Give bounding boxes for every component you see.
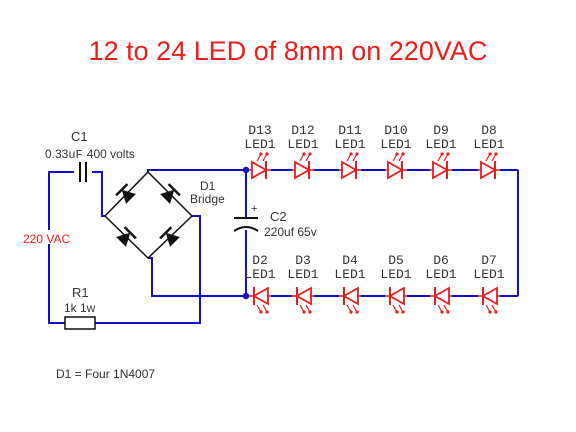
r1-ref: R1 [72, 285, 89, 300]
led-model: LED1 [334, 137, 365, 152]
bridge-diode [160, 183, 181, 204]
bridge-note: D1 = Four 1N4007 [56, 367, 155, 381]
d1-type: Bridge [190, 192, 225, 206]
c1-ref: C1 [71, 129, 88, 144]
led-model: LED1 [287, 267, 318, 282]
c2-polarity: + [251, 203, 257, 215]
led-model: LED1 [425, 267, 456, 282]
bridge-diode [115, 183, 136, 204]
led-model: LED1 [244, 137, 275, 152]
led-ref: D13 [248, 123, 271, 138]
led-ref: D3 [295, 253, 311, 268]
led-model: LED1 [380, 267, 411, 282]
junction-node [242, 292, 250, 300]
led-model: LED1 [473, 267, 504, 282]
led-model: LED1 [473, 137, 504, 152]
wire-bridge-negative [148, 257, 246, 297]
led-ref: D6 [433, 253, 449, 268]
wire-left-top [48, 171, 74, 230]
capacitor-c1: C1 0.33uF 400 volts [45, 129, 135, 184]
led-model: LED1 [287, 137, 318, 152]
junction-node [242, 166, 250, 174]
led-ref: D2 [252, 253, 268, 268]
c2-value: 220uf 65v [264, 225, 317, 239]
led-model: LED1 [425, 137, 456, 152]
led-ref: D4 [342, 253, 358, 268]
led-model: LED1 [380, 137, 411, 152]
bridge-diode [116, 226, 137, 247]
c1-value: 0.33uF 400 volts [45, 147, 135, 162]
c1-value-number: 0.33 [45, 147, 69, 161]
capacitor-c2: + C2 220uf 65v [233, 203, 317, 239]
source-label: 220 VAC [23, 232, 70, 246]
wire-left-bottom [48, 244, 65, 324]
c1-value-unit: uF [68, 148, 82, 162]
led-model: LED1 [244, 267, 275, 282]
led-ref: D7 [481, 253, 497, 268]
resistor-r1: R1 1k 1w [64, 285, 96, 330]
led-ref: D5 [388, 253, 404, 268]
diagram-title: 12 to 24 LED of 8mm on 220VAC [89, 36, 488, 66]
led-model: LED1 [334, 267, 365, 282]
wire-bridge-positive [147, 169, 246, 172]
bridge-diode [159, 226, 180, 247]
bridge-rectifier-d1: D1 Bridge [103, 170, 225, 260]
c1-rating: 400 volts [87, 147, 135, 161]
junction-nodes [242, 166, 250, 300]
led-ref: D12 [291, 123, 314, 138]
c2-ref: C2 [270, 209, 287, 224]
led-ref: D9 [433, 123, 449, 138]
d1-ref: D1 [200, 179, 216, 193]
wires [48, 169, 519, 324]
r1-value: 1k 1w [64, 301, 96, 315]
led-ref: D11 [338, 123, 362, 138]
led-ref: D10 [384, 123, 407, 138]
led-ref: D8 [481, 123, 497, 138]
